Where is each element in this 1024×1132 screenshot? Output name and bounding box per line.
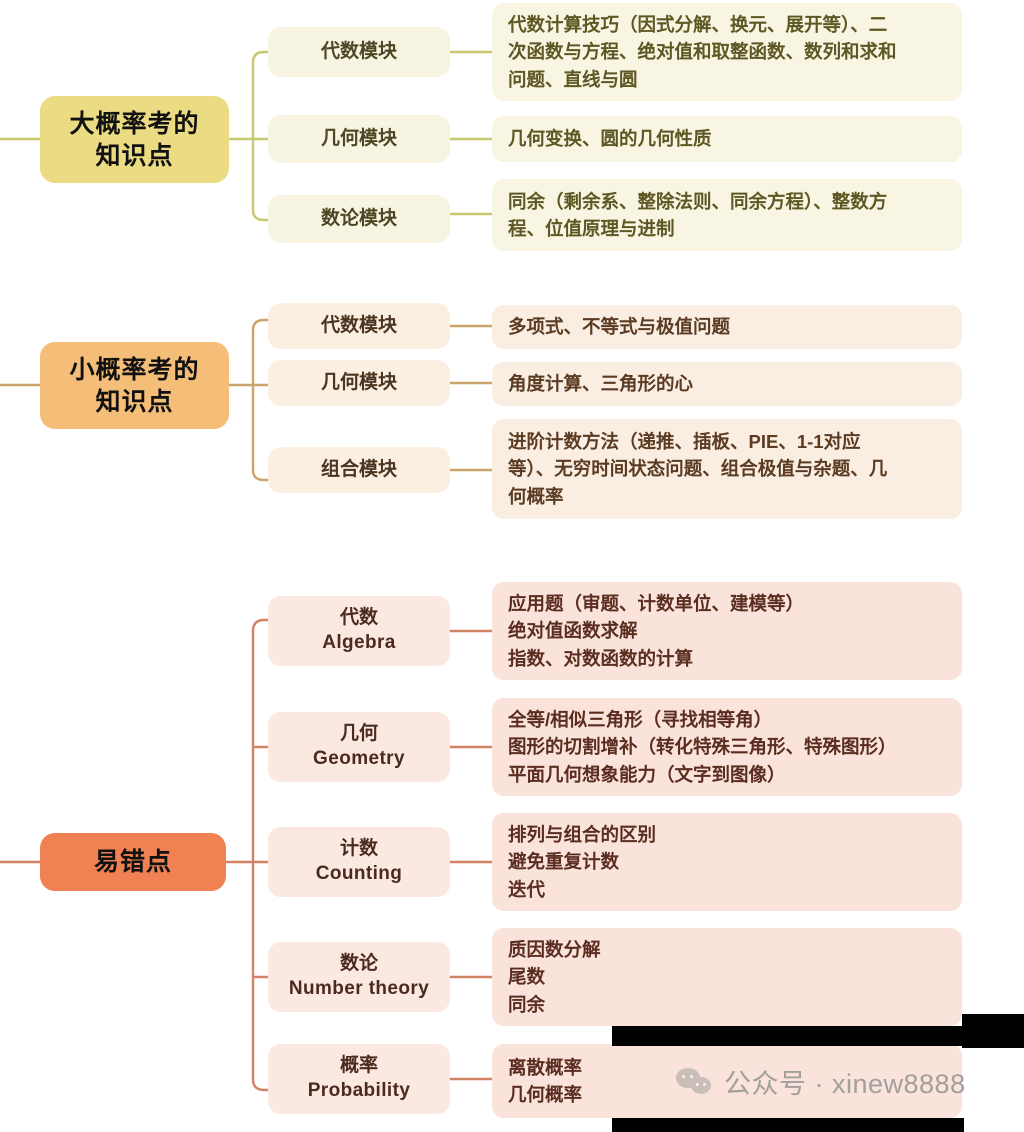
detail-node-geometry-mistakes[interactable]: 全等/相似三角形（寻找相等角） 图形的切割增补（转化特殊三角形、特殊图形） 平面… bbox=[492, 698, 962, 796]
module-node-algebra-mistakes[interactable]: 代数 Algebra bbox=[268, 596, 450, 666]
capture-artifact-block-top bbox=[612, 1026, 962, 1046]
module-node-geometry-low[interactable]: 几何模块 bbox=[268, 360, 450, 406]
detail-node-geometry-high[interactable]: 几何变换、圆的几何性质 bbox=[492, 116, 962, 162]
detail-line: 应用题（审题、计数单位、建模等） bbox=[508, 593, 805, 615]
module-label-cn: 数论模块 bbox=[320, 207, 397, 229]
module-label-en: Algebra bbox=[322, 632, 396, 653]
detail-node-numbertheory-mistakes[interactable]: 质因数分解 尾数 同余 bbox=[492, 928, 962, 1026]
detail-node-algebra-low[interactable]: 多项式、不等式与极值问题 bbox=[492, 305, 962, 349]
detail-line: 角度计算、三角形的心 bbox=[508, 373, 694, 395]
wire-spine1-bottom-elbow bbox=[251, 208, 270, 222]
detail-node-combinatorics-low[interactable]: 进阶计数方法（递推、插板、PIE、1-1对应 等）、无穷时间状态问题、组合极值与… bbox=[492, 419, 962, 519]
detail-line: 同余 bbox=[508, 993, 546, 1015]
capture-artifact-block-right bbox=[962, 1014, 1024, 1048]
detail-line: 同余（剩余系、整除法则、同余方程）、整数方 bbox=[508, 190, 888, 212]
detail-line: 质因数分解 bbox=[508, 939, 601, 961]
module-label-cn: 概率 bbox=[339, 1055, 378, 1077]
wire-spine3-top-elbow bbox=[251, 618, 270, 633]
module-label-cn: 代数模块 bbox=[320, 314, 397, 336]
module-label-en: Probability bbox=[307, 1080, 411, 1101]
detail-line: 多项式、不等式与极值问题 bbox=[508, 316, 731, 338]
detail-line: 等）、无穷时间状态问题、组合极值与杂题、几 bbox=[508, 458, 888, 480]
detail-line: 绝对值函数求解 bbox=[508, 620, 638, 642]
detail-line: 避免重复计数 bbox=[508, 851, 620, 873]
module-node-algebra-low[interactable]: 代数模块 bbox=[268, 303, 450, 349]
capture-artifact-block-bottom bbox=[612, 1118, 964, 1132]
root-title-line2: 知识点 bbox=[95, 141, 174, 170]
wire-spine1-top-elbow bbox=[251, 50, 270, 64]
root-node-high-probability[interactable]: 大概率考的 知识点 bbox=[40, 96, 229, 183]
detail-line: 几何概率 bbox=[508, 1084, 583, 1105]
module-label-cn: 代数模块 bbox=[320, 40, 397, 62]
detail-node-geometry-low[interactable]: 角度计算、三角形的心 bbox=[492, 362, 962, 406]
detail-node-counting-mistakes[interactable]: 排列与组合的区别 避免重复计数 迭代 bbox=[492, 813, 962, 911]
detail-line: 几何变换、圆的几何性质 bbox=[508, 128, 712, 150]
detail-line: 进阶计数方法（递推、插板、PIE、1-1对应 bbox=[508, 431, 861, 453]
module-label-cn: 代数 bbox=[339, 607, 378, 629]
module-label-cn: 几何模块 bbox=[320, 127, 397, 149]
module-label-en: Counting bbox=[315, 863, 403, 884]
detail-line: 次函数与方程、绝对值和取整函数、数列和求和 bbox=[508, 41, 897, 63]
root-title-line2: 知识点 bbox=[95, 387, 174, 416]
detail-line: 代数计算技巧（因式分解、换元、展开等）、二 bbox=[508, 14, 888, 36]
wire-spine2-bottom-elbow bbox=[251, 468, 270, 482]
wire-spine3-bottom-elbow bbox=[251, 1077, 270, 1092]
module-node-probability-mistakes[interactable]: 概率 Probability bbox=[268, 1044, 450, 1114]
detail-node-probability-mistakes[interactable]: 离散概率 几何概率 bbox=[492, 1044, 962, 1118]
module-label-cn: 组合模块 bbox=[320, 458, 397, 480]
detail-line: 图形的切割增补（转化特殊三角形、特殊图形） bbox=[508, 736, 897, 758]
detail-line: 尾数 bbox=[508, 966, 546, 988]
module-node-combinatorics-low[interactable]: 组合模块 bbox=[268, 447, 450, 493]
detail-line: 问题、直线与圆 bbox=[508, 68, 638, 90]
module-label-en: Geometry bbox=[313, 748, 405, 769]
module-node-geometry-mistakes[interactable]: 几何 Geometry bbox=[268, 712, 450, 782]
root-node-common-mistakes[interactable]: 易错点 bbox=[40, 833, 226, 891]
root-title-line1: 小概率考的 bbox=[69, 355, 200, 384]
detail-line: 离散概率 bbox=[508, 1056, 583, 1078]
detail-line: 迭代 bbox=[508, 878, 546, 900]
module-label-cn: 计数 bbox=[339, 838, 378, 860]
module-node-geometry-high[interactable]: 几何模块 bbox=[268, 115, 450, 163]
detail-line: 指数、对数函数的计算 bbox=[508, 647, 694, 669]
module-node-numbertheory-high[interactable]: 数论模块 bbox=[268, 195, 450, 243]
root-title-line1: 大概率考的 bbox=[69, 109, 200, 138]
capture-artifact-white-patch bbox=[964, 1048, 1024, 1114]
detail-node-numbertheory-high[interactable]: 同余（剩余系、整除法则、同余方程）、整数方 程、位值原理与进制 bbox=[492, 179, 962, 251]
module-label-cn: 数论 bbox=[339, 953, 378, 975]
detail-line: 平面几何想象能力（文字到图像） bbox=[508, 763, 786, 785]
detail-node-algebra-high[interactable]: 代数计算技巧（因式分解、换元、展开等）、二 次函数与方程、绝对值和取整函数、数列… bbox=[492, 3, 962, 101]
detail-line: 排列与组合的区别 bbox=[508, 824, 657, 846]
detail-node-algebra-mistakes[interactable]: 应用题（审题、计数单位、建模等） 绝对值函数求解 指数、对数函数的计算 bbox=[492, 582, 962, 680]
module-label-cn: 几何 bbox=[339, 723, 378, 745]
module-node-counting-mistakes[interactable]: 计数 Counting bbox=[268, 827, 450, 897]
wire-spine2-top-elbow bbox=[251, 318, 270, 332]
detail-line: 全等/相似三角形（寻找相等角） bbox=[508, 709, 773, 731]
module-node-algebra-high[interactable]: 代数模块 bbox=[268, 27, 450, 77]
root-title-line1: 易错点 bbox=[93, 848, 172, 876]
module-node-numbertheory-mistakes[interactable]: 数论 Number theory bbox=[268, 942, 450, 1012]
detail-line: 何概率 bbox=[508, 485, 564, 507]
detail-line: 程、位值原理与进制 bbox=[508, 218, 675, 239]
root-node-low-probability[interactable]: 小概率考的 知识点 bbox=[40, 342, 229, 429]
module-label-cn: 几何模块 bbox=[320, 371, 397, 393]
module-label-en: Number theory bbox=[288, 978, 430, 999]
